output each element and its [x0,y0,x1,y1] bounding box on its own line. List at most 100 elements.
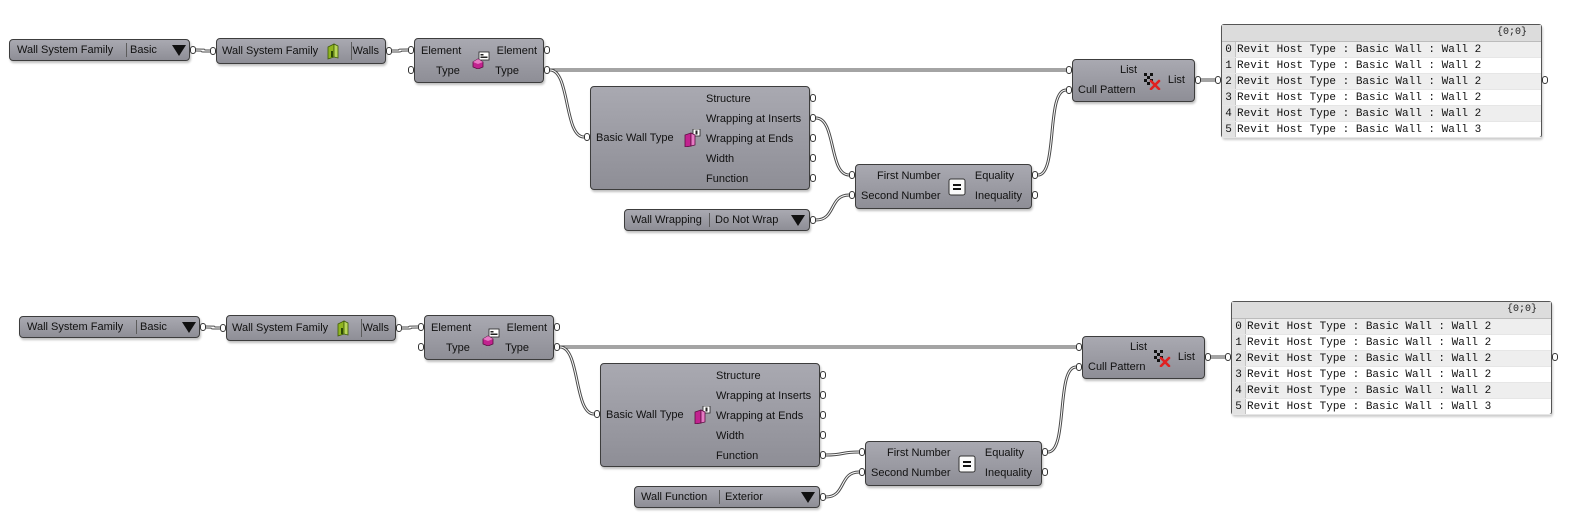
input-label-cull-pattern: Cull Pattern [1088,361,1146,373]
wall-parameters-icon [683,128,701,148]
basic-wall-type-output-port[interactable] [820,391,826,399]
family-types-output-port[interactable] [386,47,392,55]
list-index: 1 [1222,58,1236,74]
family-types-input-port[interactable] [210,47,216,55]
triangle-down-icon[interactable] [801,492,815,503]
basic-wall-type-output-port[interactable] [820,411,826,419]
list-index: 5 [1232,399,1246,415]
list-index: 4 [1232,383,1246,399]
basic-wall-type-output-port[interactable] [810,114,816,122]
element-type-input-type-port[interactable] [408,66,414,74]
basic-wall-type-output-port[interactable] [810,154,816,162]
basic-wall-type-output-port[interactable] [810,134,816,142]
filter-dropdown-output-port[interactable] [810,216,816,224]
triangle-down-icon[interactable] [182,322,196,333]
cull-input-list-port[interactable] [1066,66,1072,74]
output-label: Function [716,450,759,462]
output-label-type: Type [495,65,519,77]
list-value: Revit Host Type : Basic Wall : Wall 2 [1237,108,1482,120]
dropdown-value: Basic [140,321,167,333]
panel-output-port[interactable] [1552,353,1558,361]
cull-input-pattern-port[interactable] [1076,363,1082,371]
input-label: Basic Wall Type [596,132,674,144]
dropdown-value: Do Not Wrap [715,214,779,226]
equality-input-first-port[interactable] [849,171,855,179]
input-label-first: First Number [887,447,951,459]
element-type-input-type-port[interactable] [418,343,424,351]
wire [205,326,221,329]
basic-wall-type-output-port[interactable] [820,431,826,439]
divider [361,319,362,337]
input-label: Wall System Family [222,45,319,57]
equality-output-equality-port[interactable] [1042,448,1048,456]
output-label: Walls [362,322,389,334]
triangle-down-icon[interactable] [172,45,186,56]
dropdown-label: Wall System Family [17,44,114,56]
cull-input-list-port[interactable] [1076,343,1082,351]
cull-output-list-port[interactable] [1205,353,1211,361]
divider [719,490,720,504]
dropdown-label: Wall Wrapping [631,214,702,226]
filter-dropdown-output-port[interactable] [820,493,826,501]
panel-input-port[interactable] [1215,76,1221,84]
panel-tree-path: {0;0} [1506,304,1537,315]
element-type-input-element-port[interactable] [408,46,414,54]
basic-wall-type-output-port[interactable] [810,174,816,182]
output-label: Wrapping at Ends [706,133,794,145]
element-type-output-element-port[interactable] [554,323,560,331]
element-type-output-type-port[interactable] [554,343,560,351]
equality-input-first-port[interactable] [859,448,865,456]
panel-input-port[interactable] [1225,353,1231,361]
element-type-output-element-port[interactable] [544,46,550,54]
element-type-output-type-port[interactable] [544,66,550,74]
list-value: Revit Host Type : Basic Wall : Wall 2 [1237,44,1482,56]
basic-wall-type-output-port[interactable] [810,94,816,102]
wire [401,326,419,329]
cull-output-list-port[interactable] [1195,76,1201,84]
basic-wall-type-output-port[interactable] [820,371,826,379]
family-types-input-port[interactable] [220,324,226,332]
list-value: Revit Host Type : Basic Wall : Wall 3 [1237,124,1482,136]
equality-output-equality-port[interactable] [1032,171,1038,179]
family-dropdown-output-port[interactable] [190,46,196,54]
equality-input-second-port[interactable] [849,191,855,199]
list-value: Revit Host Type : Basic Wall : Wall 2 [1237,76,1482,88]
output-label: Wrapping at Inserts [716,390,812,402]
family-dropdown-output-port[interactable] [200,323,206,331]
equality-output-inequality-port[interactable] [1042,468,1048,476]
basic-wall-type-output-port[interactable] [820,451,826,459]
basic-wall-type-input-port[interactable] [594,410,600,418]
equality-output-inequality-port[interactable] [1032,191,1038,199]
family-types-output-port[interactable] [396,324,402,332]
list-index: 3 [1222,90,1236,106]
triangle-down-icon[interactable] [791,215,805,226]
list-index: 3 [1232,367,1246,383]
list-value: Revit Host Type : Basic Wall : Wall 2 [1237,60,1482,72]
list-value: Revit Host Type : Basic Wall : Wall 2 [1247,353,1492,365]
element-type-input-element-port[interactable] [418,323,424,331]
panel-output-port[interactable] [1542,76,1548,84]
basic-wall-type-input-port[interactable] [584,133,590,141]
filter-dropdown[interactable]: Wall Wrapping Do Not Wrap [624,209,810,231]
equals-icon [958,455,976,473]
cull-input-pattern-port[interactable] [1066,86,1072,94]
equality-input-second-port[interactable] [859,468,865,476]
